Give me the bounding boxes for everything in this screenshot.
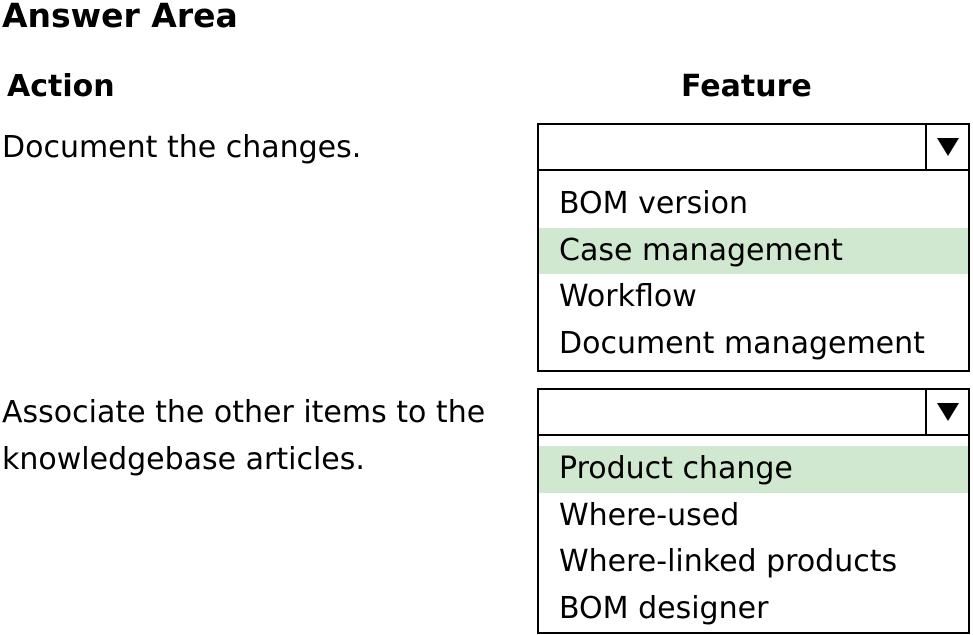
- dropdown-1-options: BOM version Case management Workflow Doc…: [539, 171, 968, 367]
- dropdown-1-toggle-button[interactable]: [925, 125, 968, 169]
- dropdown-2-header[interactable]: [539, 390, 968, 436]
- feature-dropdown-1[interactable]: BOM version Case management Workflow Doc…: [537, 123, 970, 372]
- dropdown-2-toggle-button[interactable]: [925, 390, 968, 434]
- action-column-header: Action: [7, 69, 115, 104]
- triangle-down-icon: [936, 138, 959, 156]
- answer-area-title: Answer Area: [2, 0, 238, 35]
- dropdown-2-option-bom-designer[interactable]: BOM designer: [559, 590, 769, 626]
- dropdown-1-option-workflow[interactable]: Workflow: [559, 279, 697, 314]
- dropdown-2-options: Product change Where-used Where-linked p…: [539, 436, 968, 632]
- dropdown-2-option-product-change[interactable]: Product change: [539, 446, 968, 493]
- dropdown-1-option-document-management[interactable]: Document management: [559, 325, 925, 361]
- dropdown-2-option-where-used[interactable]: Where-used: [559, 497, 740, 533]
- dropdown-1-option-bom-version[interactable]: BOM version: [559, 186, 748, 221]
- dropdown-1-header[interactable]: [539, 125, 968, 171]
- feature-dropdown-2[interactable]: Product change Where-used Where-linked p…: [537, 388, 970, 634]
- action-1-text: Document the changes.: [2, 130, 362, 165]
- triangle-down-icon: [936, 403, 959, 421]
- dropdown-2-option-where-linked-products[interactable]: Where-linked products: [559, 544, 898, 579]
- feature-column-header: Feature: [681, 69, 812, 104]
- dropdown-1-option-case-management[interactable]: Case management: [539, 227, 968, 274]
- action-2-text: Associate the other items to the knowled…: [2, 395, 486, 477]
